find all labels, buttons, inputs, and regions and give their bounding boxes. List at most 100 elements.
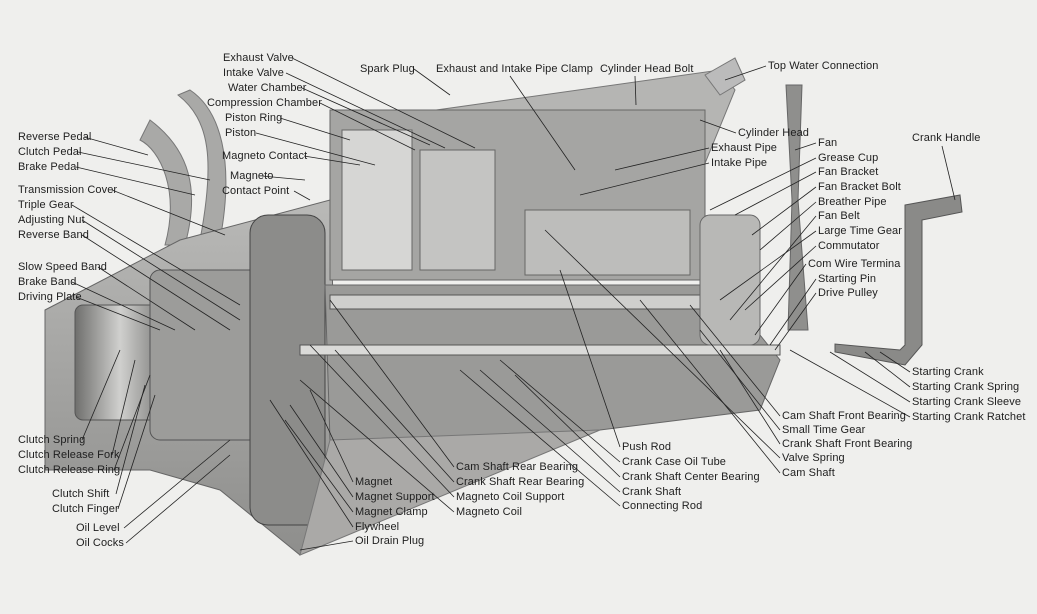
label-clutch-shift: Clutch Shift [52,488,110,500]
label-large-time-gear: Large Time Gear [818,225,903,237]
label-oil-level: Oil Level [76,522,120,534]
leader-line-magneto-coil [299,379,455,513]
leader-line-top-water-connection [724,65,767,81]
leader-line-piston [255,132,376,166]
leader-line-oil-drain-plug [299,540,354,551]
leader-line-valve-spring [544,229,781,459]
leader-line-cam-shaft [639,299,781,474]
label-magneto-coil: Magneto Coil [456,506,523,518]
leader-line-cam-shaft-front-bearing [689,304,781,417]
leader-line-clutch-release-fork [111,359,136,456]
leader-line-magnet-support [289,404,354,498]
leader-line-fan-bracket [734,171,817,216]
leader-line-clutch-pedal [77,151,211,181]
leader-line-clutch-release-ring [113,374,151,471]
label-cylinder-head-bolt: Cylinder Head Bolt [600,63,694,75]
label-exhaust-pipe: Exhaust Pipe [711,142,778,154]
leader-line-magnet-clamp [284,419,354,513]
leader-line-brake-band [71,281,176,331]
label-pipe-clamp: Exhaust and Intake Pipe Clamp [436,63,593,75]
leader-line-magneto-coil-support [309,344,455,498]
label-brake-pedal: Brake Pedal [18,161,80,173]
leader-line-com-wire-terminal [754,263,807,336]
label-oil-cocks: Oil Cocks [76,537,124,549]
label-adjusting-nut: Adjusting Nut [18,214,85,226]
label-reverse-pedal: Reverse Pedal [18,131,92,143]
leader-line-fan-belt [729,215,817,321]
label-crank-shaft-front-bearing: Crank Shaft Front Bearing [782,438,913,450]
label-clutch-finger: Clutch Finger [52,503,119,515]
label-crank-shaft-rear-bearing: Crank Shaft Rear Bearing [456,476,585,488]
leader-line-magnet [309,389,354,483]
leader-line-brake-pedal [75,166,196,196]
label-breather-pipe: Breather Pipe [818,196,887,208]
leader-line-crank-shaft-rear-bearing [334,349,455,483]
label-small-time-gear: Small Time Gear [782,424,866,436]
cam-shaft-bar [329,294,726,310]
label-clutch-release-fork: Clutch Release Fork [18,449,120,461]
label-clutch-pedal: Clutch Pedal [18,146,82,158]
label-cam-shaft: Cam Shaft [782,467,835,479]
label-cylinder-head: Cylinder Head [738,127,810,139]
label-magneto-coil-support: Magneto Coil Support [456,491,565,503]
cylinder-bore [341,129,413,271]
leader-line-slow-speed-band [97,266,196,331]
label-crank-shaft: Crank Shaft [622,486,682,498]
label-fan-belt: Fan Belt [818,210,860,222]
label-reverse-band: Reverse Band [18,229,89,241]
leader-line-intake-pipe [579,162,710,196]
leader-line-cam-shaft-rear-bearing [329,299,455,468]
label-magnet-support: Magnet Support [355,491,435,503]
label-triple-gear: Triple Gear [18,199,74,211]
label-starting-crank-spring: Starting Crank Spring [912,381,1020,393]
label-piston-ring: Piston Ring [225,112,283,124]
leader-line-reverse-band [81,234,231,331]
timing-gear-housing [699,214,761,346]
label-cam-shaft-front-bearing: Cam Shaft Front Bearing [782,410,906,422]
label-spark-plug: Spark Plug [360,63,415,75]
label-crank-shaft-center-bearing: Crank Shaft Center Bearing [622,471,760,483]
leader-line-clutch-spring [81,349,121,441]
leader-line-fan [794,142,817,151]
label-starting-pin: Starting Pin [818,273,877,285]
leader-lines [71,57,956,551]
leader-line-grease-cup [709,157,817,211]
label-starting-crank-ratchet: Starting Crank Ratchet [912,411,1026,423]
leader-line-exhaust-pipe [614,147,710,171]
leader-line-cylinder-head [699,119,737,134]
leader-line-contact-point [293,190,311,201]
label-compression-chamber: Compression Chamber [207,97,322,109]
label-clutch-release-ring: Clutch Release Ring [18,464,121,476]
leader-line-exhaust-valve [291,57,476,149]
leader-line-commutator [744,245,817,311]
leader-line-fan-bracket-bolt [751,186,817,236]
label-intake-valve: Intake Valve [223,67,284,79]
label-magneto-contact: Magneto Contact [222,150,308,162]
label-starting-crank-sleeve: Starting Crank Sleeve [912,396,1022,408]
label-driving-plate: Driving Plate [18,291,82,303]
transmission-bands [149,269,261,441]
leader-line-push-rod [559,269,621,448]
leader-line-spark-plug [413,68,451,96]
leader-line-cylinder-head-bolt [634,75,637,106]
leader-line-pipe-clamp [509,75,576,171]
label-exhaust-valve: Exhaust Valve [223,52,294,64]
leader-line-drive-pulley [774,292,817,351]
label-magnet-clamp: Magnet Clamp [355,506,428,518]
label-cam-shaft-rear-bearing: Cam Shaft Rear Bearing [456,461,579,473]
leader-line-transmission-cover [111,189,226,236]
leader-line-starting-crank-sleeve [829,351,911,403]
leader-line-crank-handle [941,145,956,201]
label-piston: Piston [225,127,257,139]
label-starting-crank: Starting Crank [912,366,984,378]
label-clutch-spring: Clutch Spring [18,434,86,446]
label-grease-cup: Grease Cup [818,152,879,164]
label-valve-spring: Valve Spring [782,452,845,464]
leader-line-starting-pin [769,278,817,346]
leader-line-triple-gear [71,204,241,306]
leader-line-adjusting-nut [81,219,241,321]
label-push-rod: Push Rod [622,441,672,453]
label-magnet: Magnet [355,476,393,488]
label-oil-drain-plug: Oil Drain Plug [355,535,425,547]
